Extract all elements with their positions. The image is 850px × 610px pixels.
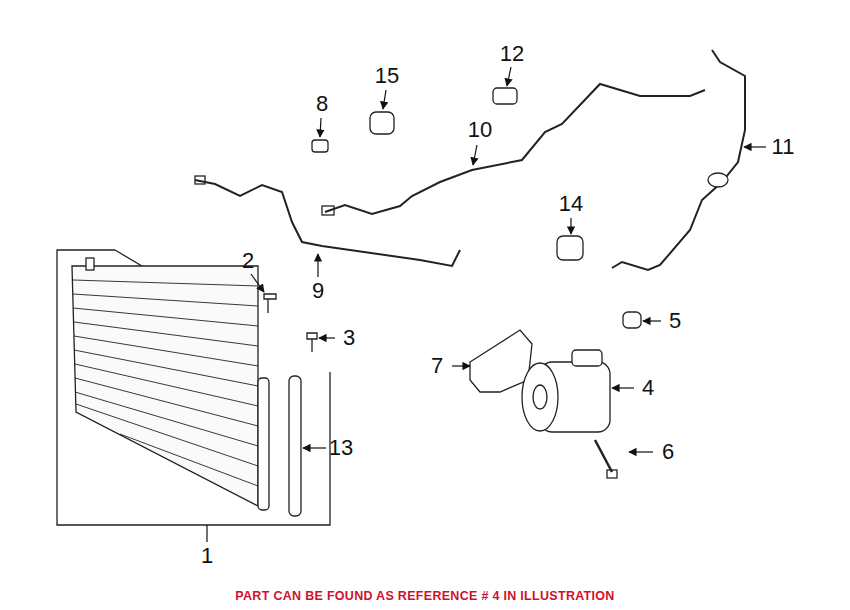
- ac-hose: [612, 50, 745, 270]
- condenser: [72, 266, 258, 506]
- hose-clamp: [708, 173, 728, 187]
- callout-number: 2: [242, 250, 254, 272]
- callout-number: 15: [375, 65, 399, 87]
- fin: [73, 294, 258, 306]
- bolt-head: [607, 470, 617, 478]
- fin: [73, 280, 258, 286]
- compressor-port: [572, 350, 602, 366]
- pressure-sensor: [493, 88, 517, 104]
- callout-number: 10: [468, 119, 492, 141]
- callout-number: 9: [312, 280, 324, 302]
- leader-arrow: [317, 254, 318, 277]
- leader-arrow: [570, 218, 571, 234]
- fitting: [322, 206, 334, 215]
- leader-arrow: [251, 274, 264, 292]
- compressor-pulley: [522, 363, 558, 431]
- leader-arrow: [383, 90, 386, 109]
- callout-number: 7: [431, 355, 443, 377]
- drier-cartridge: [289, 376, 301, 516]
- service-cap: [557, 236, 583, 260]
- callout-number: 6: [662, 441, 674, 463]
- cap: [623, 312, 641, 328]
- leader-arrow: [452, 365, 470, 366]
- screw: [264, 294, 276, 313]
- fin: [76, 404, 258, 466]
- fin: [74, 350, 258, 386]
- callout-number: 4: [642, 377, 654, 399]
- callout-number: 5: [669, 310, 681, 332]
- ac-line: [325, 84, 705, 214]
- leader-arrow: [320, 118, 321, 137]
- fin: [74, 322, 258, 346]
- fin: [73, 308, 258, 326]
- leader-arrow: [643, 320, 661, 321]
- leader-arrow: [744, 146, 766, 147]
- compressor-bracket: [470, 330, 532, 392]
- receiver-tube: [258, 378, 269, 510]
- callout-number: 14: [559, 193, 583, 215]
- callout-number: 3: [343, 327, 355, 349]
- valve-core: [312, 140, 328, 152]
- condenser-fins: [73, 280, 258, 486]
- pulley-hub: [533, 385, 547, 409]
- group-outline: [57, 250, 330, 525]
- callout-number: 13: [329, 437, 353, 459]
- fin: [120, 434, 258, 486]
- leader-arrow: [507, 67, 511, 86]
- fitting: [195, 176, 205, 184]
- fin: [74, 336, 258, 366]
- bolt: [307, 333, 317, 352]
- callout-number: 11: [772, 136, 795, 158]
- callout-number: 8: [316, 93, 328, 115]
- leader-arrow: [303, 447, 326, 448]
- service-cap: [370, 112, 394, 134]
- leader-arrow: [612, 387, 634, 388]
- leader-arrow: [473, 145, 477, 165]
- bolt: [595, 440, 612, 472]
- leader-line: [206, 525, 207, 542]
- leader-arrow: [319, 337, 335, 338]
- callout-number: 12: [500, 43, 524, 65]
- fin: [75, 392, 258, 446]
- leader-arrow: [629, 451, 653, 452]
- callout-number: 1: [201, 545, 213, 567]
- caption: PART CAN BE FOUND AS REFERENCE # 4 IN IL…: [0, 589, 850, 603]
- condenser-bracket: [86, 258, 94, 270]
